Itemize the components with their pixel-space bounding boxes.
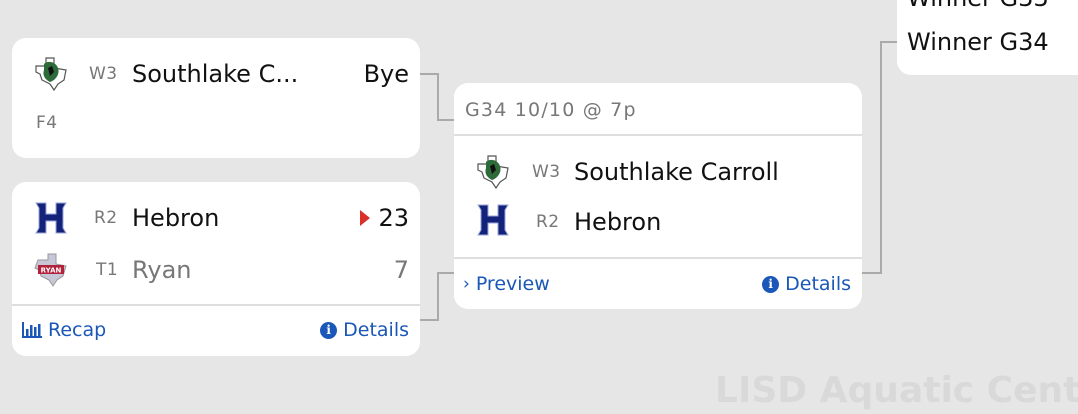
- connector-g34-v: [880, 41, 882, 274]
- hebron-logo-icon: [32, 199, 70, 237]
- connector-g1-h2: [437, 119, 454, 121]
- recap-label: Recap: [48, 319, 107, 341]
- seed-label: T1: [96, 260, 119, 280]
- score-hebron: 23: [378, 204, 409, 232]
- matchup-card-g34[interactable]: G34 10/10 @ 7p W3 Southlake Carroll R2 H…: [454, 83, 862, 309]
- score-ryan: 7: [393, 256, 409, 284]
- connector-g2-h2: [437, 272, 454, 274]
- bar-chart-icon: [22, 322, 42, 338]
- card-divider: [454, 257, 862, 259]
- venue-label: LISD Aquatic Center: [715, 370, 1078, 411]
- card-divider: [454, 134, 862, 136]
- seed-label: R2: [94, 208, 118, 228]
- info-circle-icon: i: [320, 321, 338, 339]
- recap-link[interactable]: Recap: [22, 319, 106, 341]
- seed-label: R2: [536, 212, 560, 232]
- matchup-card-southlake-bye[interactable]: W3 Southlake C... Bye F4: [12, 38, 420, 158]
- seed-label: W3: [89, 64, 118, 84]
- details-link[interactable]: i Details: [320, 319, 409, 341]
- southlake-logo-icon: [474, 152, 512, 190]
- matchup-card-hebron-ryan[interactable]: R2 Hebron 23 RYAN T1 Ryan 7 Recap i Deta…: [12, 182, 420, 356]
- team-name-southlake[interactable]: Southlake Carroll: [574, 158, 779, 186]
- svg-text:RYAN: RYAN: [41, 267, 62, 275]
- next-round-card[interactable]: Winner G33 Winner G34: [897, 0, 1078, 75]
- chevron-right-icon: ›: [463, 274, 470, 294]
- hebron-logo-icon: [474, 201, 512, 239]
- connector-g2-v: [437, 272, 439, 321]
- info-circle-icon: i: [762, 275, 780, 293]
- connector-g34-h: [862, 272, 881, 274]
- team-name-hebron[interactable]: Hebron: [132, 204, 220, 232]
- winner-g33-label: Winner G33: [907, 0, 1049, 12]
- connector-g2-h: [420, 319, 438, 321]
- connector-g34-h2: [880, 41, 897, 43]
- seed-label: W3: [532, 162, 561, 182]
- connector-g1-v: [437, 73, 439, 120]
- team-name-ryan[interactable]: Ryan: [132, 256, 192, 284]
- preview-link[interactable]: › Preview: [463, 273, 550, 295]
- southlake-logo-icon: [32, 54, 70, 92]
- team-name-southlake[interactable]: Southlake C...: [132, 60, 299, 88]
- game-header: G34 10/10 @ 7p: [465, 99, 637, 121]
- details-label: Details: [343, 319, 409, 341]
- team-name-hebron[interactable]: Hebron: [574, 208, 662, 236]
- bye-label: Bye: [363, 60, 409, 88]
- card-divider: [12, 304, 420, 306]
- sub-seed-label: F4: [36, 113, 58, 133]
- winner-g34-label: Winner G34: [907, 28, 1049, 56]
- triangle-right-icon: [360, 210, 370, 226]
- ryan-logo-icon: RYAN: [32, 250, 70, 288]
- details-label: Details: [785, 273, 851, 295]
- preview-label: Preview: [475, 273, 550, 295]
- details-link[interactable]: i Details: [762, 273, 851, 295]
- connector-g1-h: [420, 73, 438, 75]
